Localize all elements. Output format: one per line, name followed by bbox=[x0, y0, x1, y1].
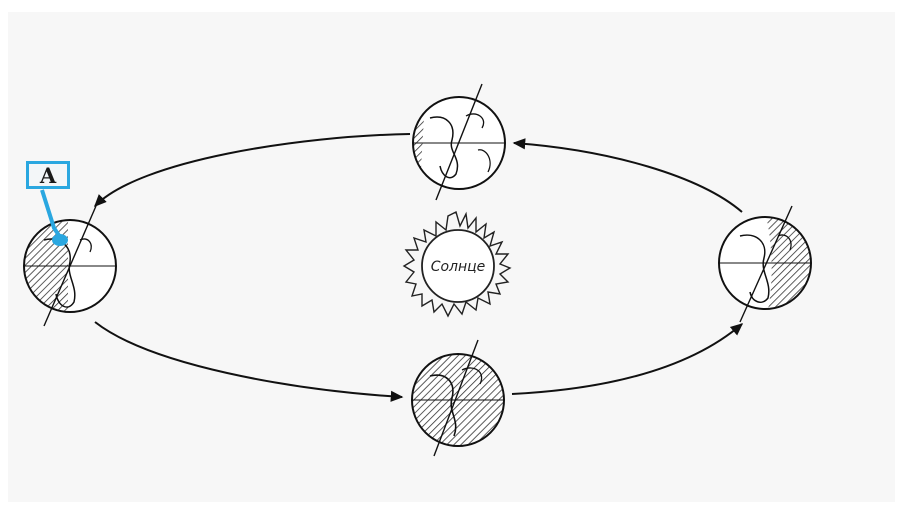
sun: Солнце bbox=[404, 212, 510, 316]
orbit-arrow-top-to-left bbox=[95, 134, 410, 206]
globe-left bbox=[20, 206, 116, 326]
sun-label: Солнце bbox=[431, 259, 486, 275]
orbit-arrow-left-to-bottom bbox=[95, 322, 402, 397]
orbit-arrows bbox=[95, 134, 742, 397]
globe-top bbox=[413, 84, 505, 200]
orbit-arrow-right-to-top bbox=[514, 143, 742, 212]
orbit-arrow-bottom-to-right bbox=[512, 324, 742, 394]
globe-bottom bbox=[412, 340, 504, 456]
marker-label: A bbox=[40, 165, 56, 186]
marker-label-box: A bbox=[26, 161, 70, 189]
globe-right bbox=[719, 206, 812, 322]
